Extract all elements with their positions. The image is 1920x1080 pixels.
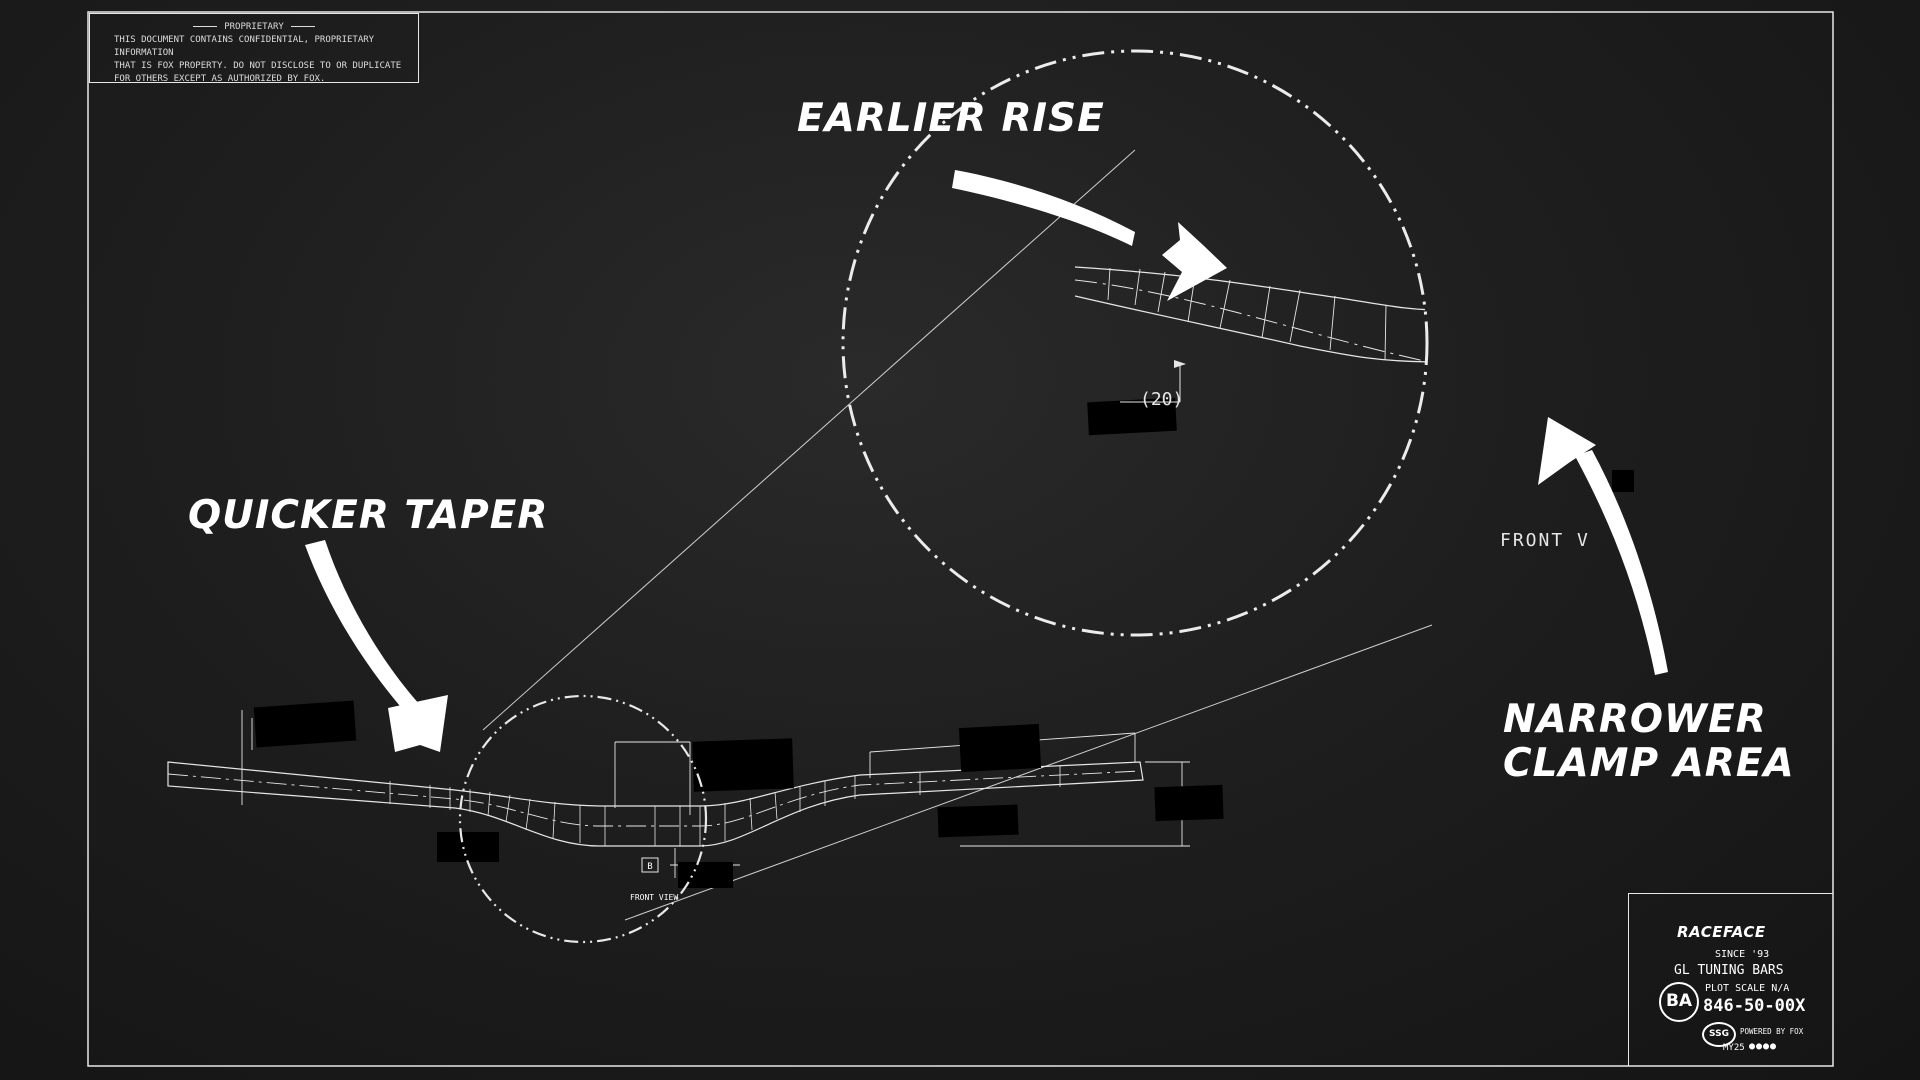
notice-line-2: THAT IS FOX PROPERTY. DO NOT DISCLOSE TO… xyxy=(114,61,402,71)
section-lines xyxy=(389,766,1061,846)
arrow-quicker-taper-shaft xyxy=(305,540,420,712)
caption-narrower-clamp-line2: CLAMP AREA xyxy=(1503,741,1795,786)
handlebar-outline xyxy=(167,761,1144,847)
model-year: MY25 xyxy=(1723,1043,1745,1053)
part-number: 846-50-00X xyxy=(1703,996,1806,1016)
arrow-narrower-clamp-head xyxy=(1538,417,1596,485)
notice-line-3: FOR OTHERS EXCEPT AS AUTHORIZED BY FOX. xyxy=(114,74,326,84)
brand-logo: RACEFACE xyxy=(1677,923,1766,941)
projection-line-lower xyxy=(624,624,1433,921)
detail-circle-small xyxy=(458,694,708,944)
main-view-label: FRONT VIEW xyxy=(630,893,678,902)
proprietary-notice: PROPRIETARY THIS DOCUMENT CONTAINS CONFI… xyxy=(89,13,419,84)
caption-narrower-clamp: NARROWER CLAMP AREA xyxy=(1503,698,1795,786)
projection-line-upper xyxy=(482,149,1136,731)
detail-bar-outline xyxy=(1074,266,1427,363)
datum-box xyxy=(641,857,659,873)
arrow-narrower-clamp-shaft xyxy=(1575,450,1668,675)
caption-quicker-taper: QUICKER TAPER xyxy=(188,493,549,538)
since-label: SINCE '93 xyxy=(1715,949,1770,960)
detail-dimension-lines xyxy=(1120,363,1185,403)
datum-label: B xyxy=(647,862,652,872)
detail-view-enlarged xyxy=(1074,266,1427,403)
plot-scale: PLOT SCALE N/A xyxy=(1705,983,1790,994)
ba-badge-icon: BA xyxy=(1659,982,1699,1022)
caption-earlier-rise: EARLIER RISE xyxy=(797,96,1105,141)
notice-line-1: THIS DOCUMENT CONTAINS CONFIDENTIAL, PRO… xyxy=(114,35,375,58)
arrow-earlier-rise-head xyxy=(1162,222,1227,301)
ssg-badge-icon: SSG xyxy=(1702,1022,1736,1047)
callout-arrows xyxy=(305,170,1668,752)
product-name: GL TUNING BARS xyxy=(1674,963,1784,978)
rating-dots: ●●●● xyxy=(1749,1041,1778,1052)
notice-heading: PROPRIETARY xyxy=(100,21,408,34)
main-dimension-lines xyxy=(241,710,1190,878)
title-block: RACEFACE SINCE '93 GL TUNING BARS BA PLO… xyxy=(1628,893,1833,1066)
detail-view-label: FRONT V xyxy=(1500,530,1590,551)
arrow-quicker-taper-head xyxy=(388,695,448,752)
caption-narrower-clamp-line1: NARROWER xyxy=(1503,697,1767,742)
redactions xyxy=(253,397,1634,888)
arrow-earlier-rise-shaft xyxy=(952,170,1135,246)
detail-circle-large xyxy=(841,49,1429,637)
detail-dimension-label: (20) xyxy=(1140,389,1183,410)
drawing-border xyxy=(87,11,1834,1067)
detail-centerline xyxy=(1074,279,1427,363)
powered-by: POWERED BY FOX xyxy=(1740,1027,1804,1036)
